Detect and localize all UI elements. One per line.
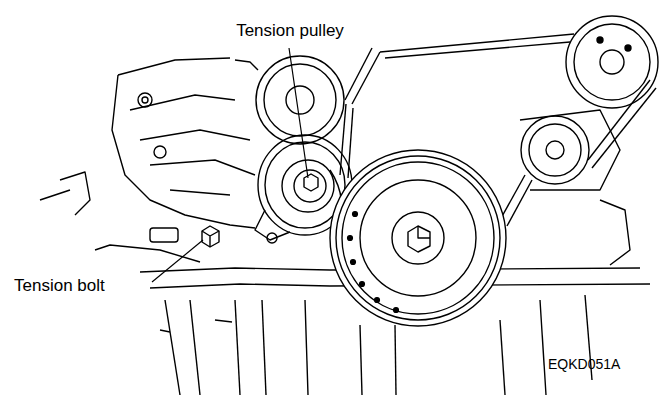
crankshaft-pulley [330,150,506,326]
water-pump-pulley [256,56,344,144]
leader-line [152,240,203,282]
part-label: Tension pulley [236,22,344,41]
figure-code: EQKD051A [548,357,620,372]
leader-lines [152,48,308,282]
engine-block [40,58,258,262]
tension-bolt-drawing [202,226,219,247]
part-label: Tension bolt [14,277,105,296]
power-steering-pulley [566,16,658,108]
alternator-pulley [520,110,630,265]
leader-line [289,48,308,178]
